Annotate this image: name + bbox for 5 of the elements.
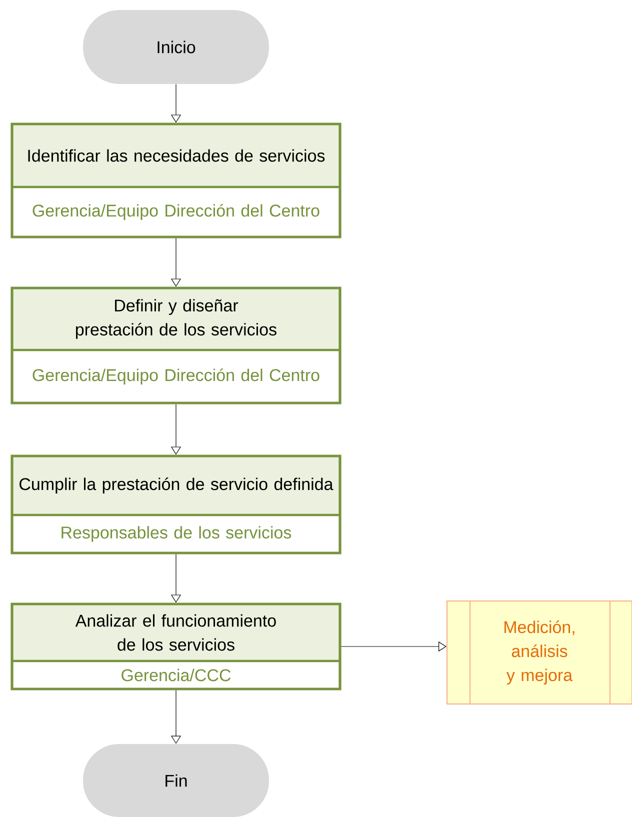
process-box: Analizar el funcionamiento de los servicios Gerencia/CCC [10,602,342,690]
process-box: Identificar las necesidades de servicios Gerencia/Equipo Dirección del Centro [10,122,342,238]
predefined-process-box: Medición, análisis y mejora [446,600,632,704]
process-box: Definir y diseñar prestación de los servicios Gerencia/Equipo Dirección del Centro [10,286,342,404]
process-box: Cumplir la prestación de servicio definida Responsables de los servicios [10,454,342,554]
